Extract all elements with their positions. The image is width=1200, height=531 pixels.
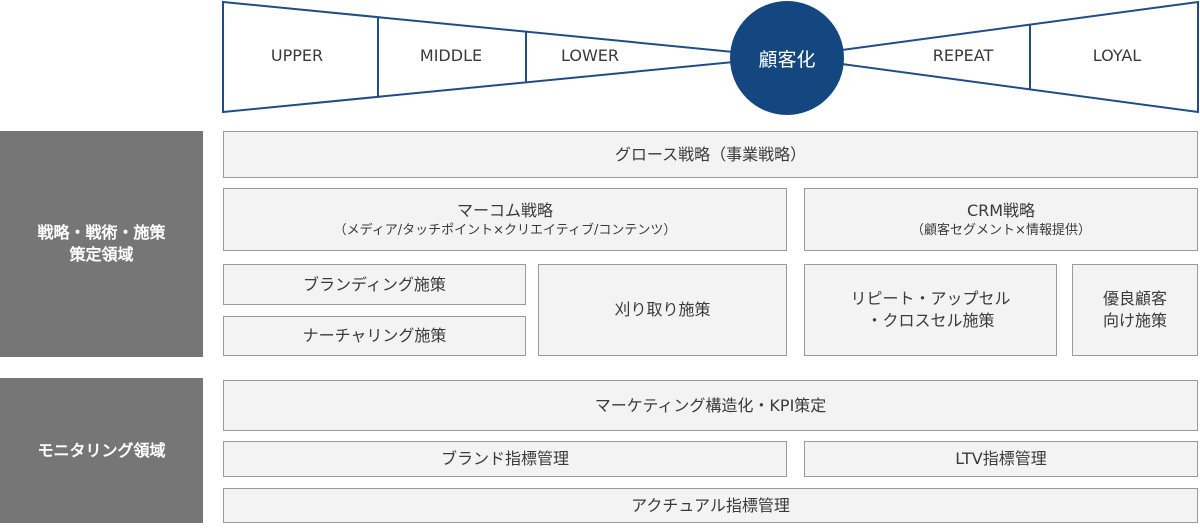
actual-kpi-box: アクチュアル指標管理 bbox=[223, 488, 1198, 523]
stage-lower: LOWER bbox=[561, 46, 619, 65]
loyal-customer-line2: 向け施策 bbox=[1102, 311, 1167, 330]
stage-repeat: REPEAT bbox=[932, 46, 994, 65]
growth-strategy-label: グロース戦略（事業戦略） bbox=[614, 144, 807, 164]
section-monitoring-label: モニタリング領域 bbox=[37, 440, 166, 460]
section-strategy-line2: 策定領域 bbox=[69, 245, 134, 264]
brand-kpi-box: ブランド指標管理 bbox=[223, 441, 787, 477]
stage-customer-label: 顧客化 bbox=[758, 48, 816, 71]
crm-strategy-title: CRM戦略 bbox=[966, 200, 1036, 220]
marcom-strategy-box: マーコム戦略 （メディア/タッチポイント×クリエイティブ/コンテンツ） bbox=[223, 188, 787, 251]
crm-strategy-subtitle: （顧客セグメント×情報提供） bbox=[911, 222, 1091, 238]
ltv-kpi-label: LTV指標管理 bbox=[955, 449, 1047, 468]
crm-strategy-box: CRM戦略 （顧客セグメント×情報提供） bbox=[804, 188, 1198, 251]
stage-middle: MIDDLE bbox=[419, 46, 483, 65]
growth-strategy-box: グロース戦略（事業戦略） bbox=[223, 131, 1198, 178]
repeat-upsell-line1: リピート・アップセル bbox=[850, 289, 1011, 308]
section-strategy-line1: 戦略・戦術・施策 bbox=[37, 223, 166, 242]
brand-kpi-label: ブランド指標管理 bbox=[440, 449, 569, 468]
nurturing-measures-box: ナーチャリング施策 bbox=[223, 316, 526, 356]
section-monitoring: モニタリング領域 bbox=[0, 378, 203, 523]
stage-upper: UPPER bbox=[270, 46, 324, 65]
marcom-strategy-title: マーコム戦略 bbox=[456, 200, 553, 220]
actual-kpi-label: アクチュアル指標管理 bbox=[631, 495, 790, 515]
repeat-upsell-line2: ・クロスセル施策 bbox=[866, 311, 995, 330]
funnel-right-shape bbox=[789, 0, 1199, 114]
loyal-customer-line1: 優良顧客 bbox=[1102, 289, 1167, 308]
stage-customer-circle: 顧客化 bbox=[730, 1, 844, 115]
harvest-measures-label: 刈り取り施策 bbox=[614, 300, 711, 319]
repeat-upsell-box: リピート・アップセル ・クロスセル施策 bbox=[804, 264, 1057, 356]
customer-funnel bbox=[222, 0, 1199, 114]
funnel-left-shape bbox=[222, 0, 786, 114]
section-strategy: 戦略・戦術・施策 策定領域 bbox=[0, 131, 203, 357]
stage-loyal: LOYAL bbox=[1092, 46, 1142, 65]
marcom-strategy-subtitle: （メディア/タッチポイント×クリエイティブ/コンテンツ） bbox=[333, 222, 677, 238]
ltv-kpi-box: LTV指標管理 bbox=[804, 441, 1198, 477]
marketing-structure-label: マーケティング構造化・KPI策定 bbox=[594, 395, 827, 415]
loyal-customer-box: 優良顧客 向け施策 bbox=[1072, 264, 1198, 356]
branding-measures-label: ブランディング施策 bbox=[303, 274, 446, 294]
branding-measures-box: ブランディング施策 bbox=[223, 264, 526, 305]
nurturing-measures-label: ナーチャリング施策 bbox=[302, 326, 447, 345]
harvest-measures-box: 刈り取り施策 bbox=[538, 264, 787, 356]
marketing-structure-box: マーケティング構造化・KPI策定 bbox=[223, 380, 1198, 431]
